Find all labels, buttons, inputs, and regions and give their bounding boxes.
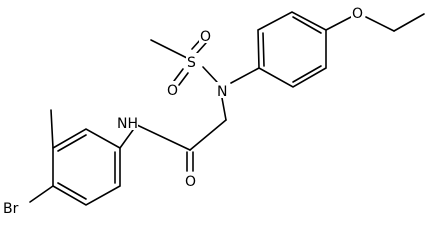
- atom-o-ether: O: [352, 6, 363, 22]
- ring-ethoxyphenyl-double-2: [292, 16, 322, 34]
- bond-carbonyl-nh: [136, 124, 191, 151]
- ring-ethoxyphenyl-double-3: [292, 65, 322, 83]
- bond-ethyl-methyl: [393, 13, 425, 32]
- bond-ring-o-ether: [325, 16, 352, 31]
- bond-o-ethyl: [365, 16, 395, 32]
- bond-s-o-top-b: [196, 42, 207, 54]
- bond-ch3-s: [150, 39, 188, 59]
- bond-ring-methyl: [50, 109, 54, 149]
- molecule-diagram: O S O N O NH O Br: [2, 4, 425, 216]
- atom-o-sulfonyl-bottom: O: [167, 83, 178, 99]
- bond-nh-ring: [119, 129, 134, 149]
- atom-n-sulfonamide: N: [217, 84, 227, 100]
- atom-br: Br: [3, 201, 19, 216]
- bond-ring-br: [29, 185, 54, 203]
- atom-nh-amide: NH: [117, 116, 138, 132]
- bond-s-o-bottom-b: [178, 72, 189, 86]
- ring-bromo-double-2: [57, 182, 87, 200]
- atom-o-sulfonyl-top: O: [200, 29, 211, 45]
- bonds: [29, 11, 425, 206]
- atom-s: S: [187, 55, 196, 71]
- ring-ethoxyphenyl: [257, 11, 327, 88]
- atom-labels: O S O N O NH O Br: [2, 4, 364, 216]
- bond-s-o-bottom-a: [173, 68, 184, 82]
- structure-canvas: O S O N O NH O Br: [2, 4, 425, 216]
- bond-n-ch2: [221, 97, 227, 121]
- bond-s-n: [202, 66, 218, 83]
- ring-ethoxyphenyl-double-1: [262, 32, 265, 67]
- atom-o-carbonyl: O: [185, 174, 196, 190]
- bond-ch2-carbonyl: [189, 119, 227, 151]
- bond-n-phenyl: [230, 67, 260, 84]
- ring-bromo-double-3: [57, 134, 87, 152]
- ring-bromomethylphenyl: [52, 128, 121, 206]
